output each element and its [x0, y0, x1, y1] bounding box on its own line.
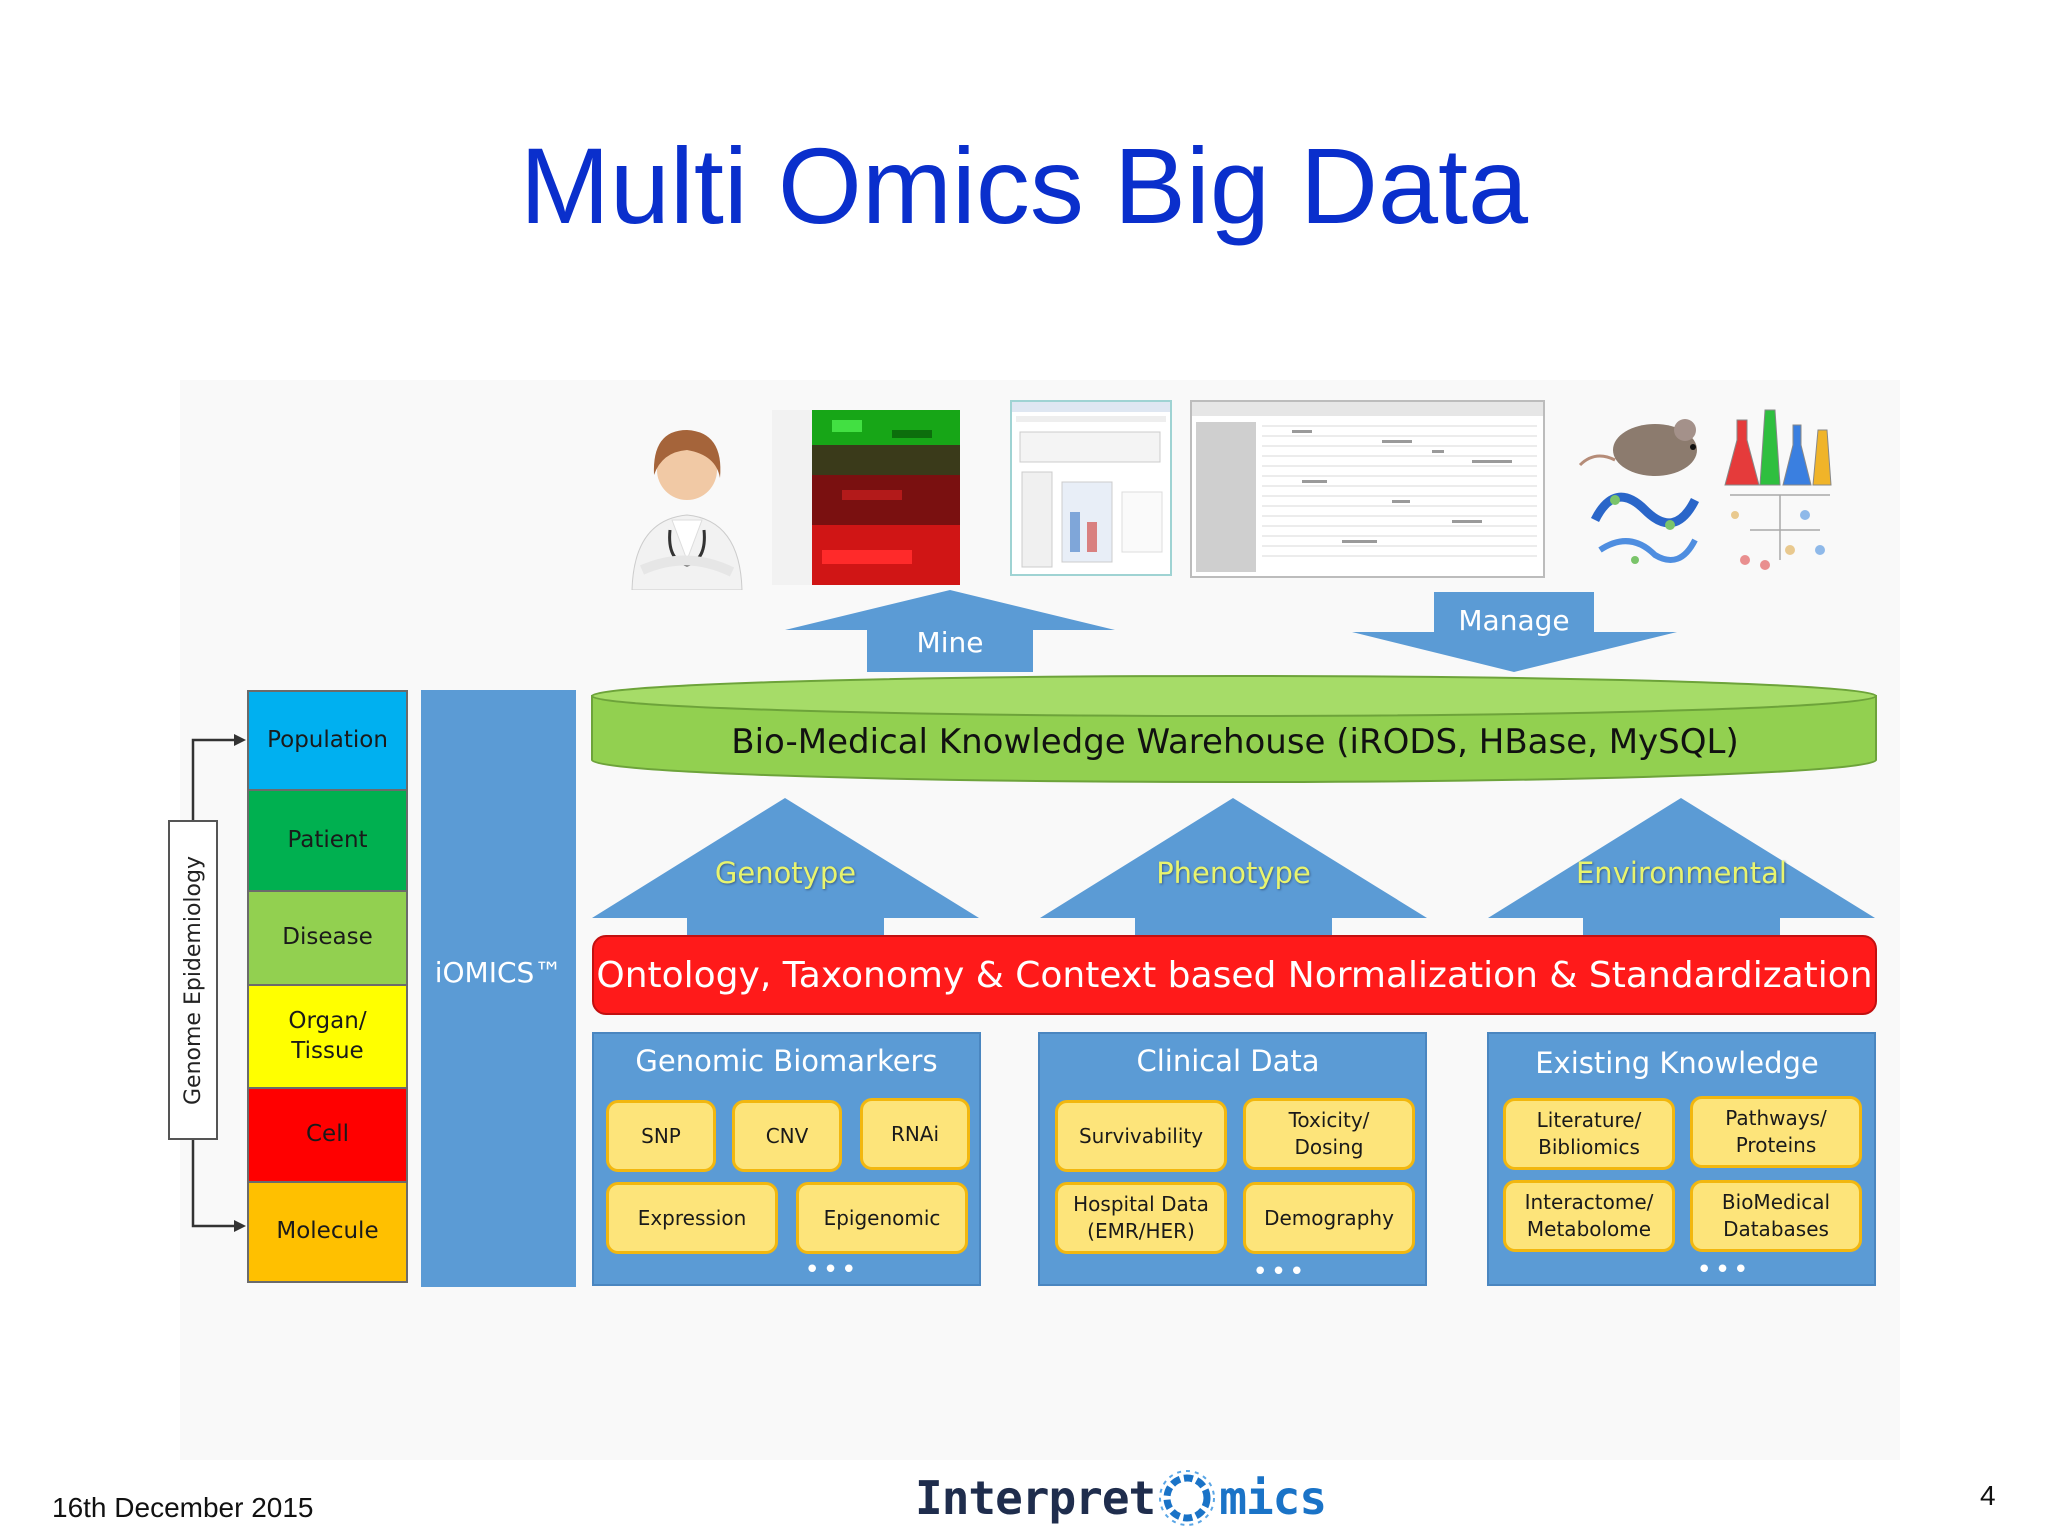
level-molecule: Molecule: [247, 1181, 408, 1283]
phenotype-label: Phenotype: [1156, 856, 1311, 890]
chip-pathways-proteins: Pathways/ Proteins: [1690, 1096, 1862, 1168]
chip-epigenomic: Epigenomic: [796, 1182, 968, 1254]
mouse-image: [1575, 405, 1705, 485]
more-dots-genomic: •••: [804, 1255, 860, 1285]
company-logo: Interpret mics: [915, 1465, 1327, 1531]
mine-label: Mine: [916, 626, 984, 659]
doctor-photo: [612, 400, 762, 590]
chip-rnai: RNAi: [860, 1098, 970, 1170]
chip-biomedical-databases: BioMedical Databases: [1690, 1180, 1862, 1252]
chip-snp: SNP: [606, 1100, 716, 1172]
chip-survivability: Survivability: [1055, 1100, 1227, 1172]
manage-label: Manage: [1458, 604, 1570, 637]
phenotype-arrow: [1040, 798, 1427, 938]
iomics-label: iOMICS™: [434, 956, 563, 989]
group-title-existing: Existing Knowledge: [1535, 1046, 1819, 1080]
chip-cnv: CNV: [732, 1100, 842, 1172]
environmental-arrow: [1488, 798, 1875, 938]
logo-o-icon: [1159, 1470, 1216, 1526]
chip-demography: Demography: [1243, 1182, 1415, 1254]
protein-structure-image: [1585, 470, 1705, 575]
lab-flasks-image: [1715, 400, 1835, 490]
logo-text-right: mics: [1219, 1471, 1327, 1525]
page-number: 4: [1980, 1480, 1996, 1511]
level-organ-tissue: Organ/ Tissue: [247, 984, 408, 1089]
warehouse-label: Bio-Medical Knowledge Warehouse (iRODS, …: [731, 722, 1739, 762]
manage-arrow: [1352, 592, 1677, 672]
software-screenshot-1: [1010, 400, 1172, 576]
epidemiology-box: Genome Epidemiology: [168, 820, 218, 1140]
more-dots-existing: •••: [1696, 1255, 1752, 1285]
chip-toxicity-dosing: Toxicity/ Dosing: [1243, 1098, 1415, 1170]
warehouse-cylinder: [591, 675, 1877, 783]
ontology-bar: Ontology, Taxonomy & Context based Norma…: [592, 935, 1877, 1015]
chip-literature-bibliomics: Literature/ Bibliomics: [1503, 1098, 1675, 1170]
more-dots-clinical: •••: [1252, 1257, 1308, 1287]
group-title-genomic: Genomic Biomarkers: [635, 1044, 938, 1078]
environmental-label: Environmental: [1575, 856, 1787, 890]
chip-interactome-metabolome: Interactome/ Metabolome: [1503, 1180, 1675, 1252]
chip-expression: Expression: [606, 1182, 778, 1254]
level-disease: Disease: [247, 890, 408, 986]
software-screenshot-2: [1190, 400, 1545, 578]
level-cell: Cell: [247, 1087, 408, 1183]
group-title-clinical: Clinical Data: [1136, 1044, 1320, 1078]
pathway-diagram-image: [1720, 480, 1845, 575]
logo-text-left: Interpret: [915, 1471, 1156, 1525]
slide-title: Multi Omics Big Data: [519, 125, 1529, 246]
genotype-arrow: [592, 798, 979, 938]
heatmap-image: [772, 410, 960, 585]
genotype-label: Genotype: [714, 856, 857, 890]
mine-arrow: [785, 590, 1115, 672]
chip-hospital-data: Hospital Data (EMR/HER): [1055, 1182, 1227, 1254]
iomics-bar: [421, 690, 576, 1287]
footer-date: 16th December 2015: [52, 1492, 314, 1523]
epidemiology-connector: [191, 734, 246, 1232]
level-population: Population: [247, 690, 408, 791]
level-patient: Patient: [247, 789, 408, 892]
